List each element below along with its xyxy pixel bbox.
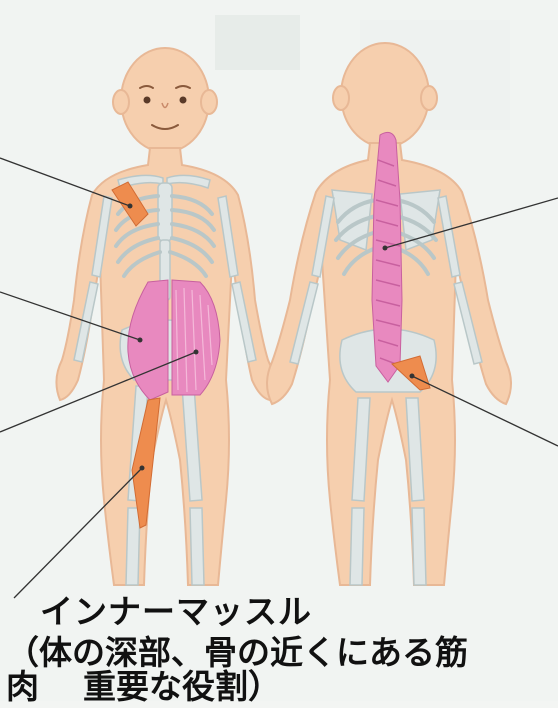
background-smudge [215,15,300,70]
front-ear-left [113,90,129,114]
caption-word-muscle: 肉 [6,667,39,706]
erector-spinae-muscle [372,132,402,382]
back-head [341,43,429,147]
caption-important-role: 重要な役割） [83,667,281,706]
front-ear-right [201,90,217,114]
front-head [121,48,209,152]
